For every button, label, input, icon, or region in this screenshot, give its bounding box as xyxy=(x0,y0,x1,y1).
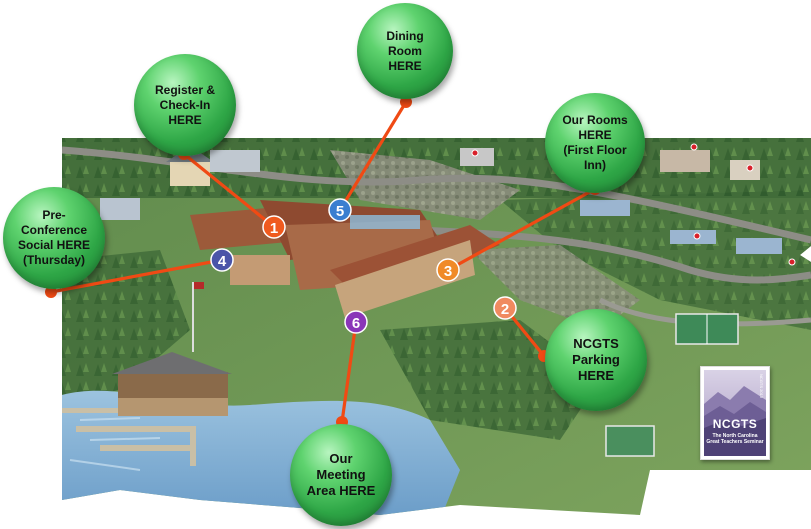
callout-meeting-area-label: Our Meeting Area HERE xyxy=(306,451,376,498)
svg-text:2: 2 xyxy=(501,301,509,318)
svg-text:3: 3 xyxy=(444,263,452,280)
callout-connectors xyxy=(50,101,596,423)
callout-register-check-in[interactable]: Register & Check-In HERE xyxy=(134,54,236,156)
svg-text:1: 1 xyxy=(270,220,278,237)
ncgts-logo-side-text: NCGTS 2013 xyxy=(759,374,764,399)
mountain-graphic xyxy=(704,386,766,456)
svg-text:5: 5 xyxy=(336,203,344,220)
callout-register-check-in-label: Register & Check-In HERE xyxy=(154,82,216,127)
callout-dining-room-label: Dining Room HERE xyxy=(386,28,424,73)
callout-dining-room[interactable]: Dining Room HERE xyxy=(357,3,453,99)
ncgts-logo-subtitle: The North Carolina Great Teachers Semina… xyxy=(706,433,764,445)
callout-ncgts-parking-label: NCGTS Parking HERE xyxy=(572,336,620,383)
svg-text:6: 6 xyxy=(352,315,360,332)
callout-pre-conference-social[interactable]: Pre- Conference Social HERE (Thursday) xyxy=(3,187,105,289)
marker-6[interactable]: 6 xyxy=(344,310,368,334)
callout-our-rooms[interactable]: Our Rooms HERE (First Floor Inn) xyxy=(545,93,645,193)
svg-text:4: 4 xyxy=(218,253,227,270)
callout-pre-conference-social-label: Pre- Conference Social HERE (Thursday) xyxy=(17,208,91,267)
marker-4[interactable]: 4 xyxy=(210,248,234,272)
marker-3[interactable]: 3 xyxy=(436,258,460,282)
marker-2[interactable]: 2 xyxy=(493,296,517,320)
ncgts-logo: NCGTS 2013 NCGTS The North Carolina Grea… xyxy=(700,366,770,460)
marker-5[interactable]: 5 xyxy=(328,198,352,222)
callout-ncgts-parking[interactable]: NCGTS Parking HERE xyxy=(545,309,647,411)
callout-meeting-area[interactable]: Our Meeting Area HERE xyxy=(290,424,392,526)
ncgts-logo-mountains: NCGTS 2013 NCGTS The North Carolina Grea… xyxy=(704,370,766,456)
marker-1[interactable]: 1 xyxy=(262,215,286,239)
map-terrain xyxy=(62,138,811,515)
ncgts-logo-title: NCGTS xyxy=(712,417,758,431)
callout-our-rooms-label: Our Rooms HERE (First Floor Inn) xyxy=(562,113,628,172)
